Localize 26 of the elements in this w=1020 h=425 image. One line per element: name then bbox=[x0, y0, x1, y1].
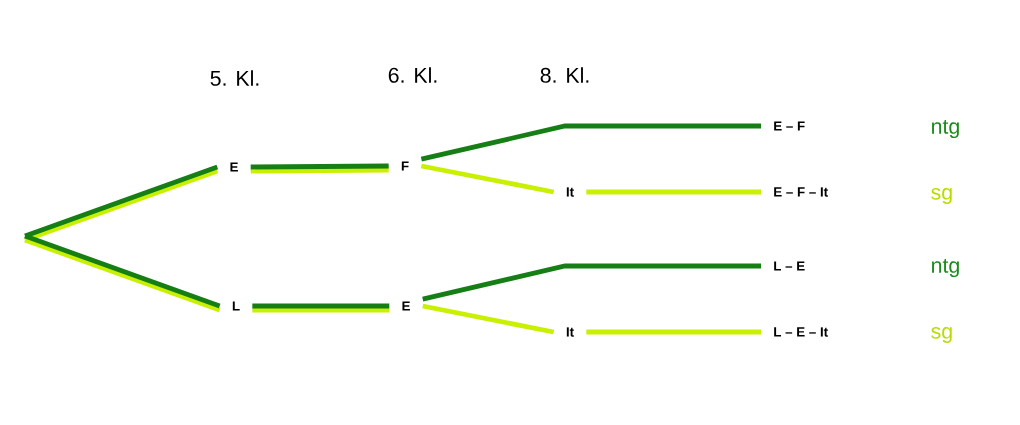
branch-line bbox=[420, 123, 761, 162]
node-label: It bbox=[566, 327, 574, 337]
branch-line bbox=[422, 263, 761, 302]
branch-line bbox=[420, 163, 555, 195]
node-label: E bbox=[402, 301, 410, 311]
node-label: L – E bbox=[774, 261, 805, 271]
node-label: L – E – It bbox=[774, 327, 828, 337]
branch-line bbox=[586, 189, 761, 195]
node-label: E – F bbox=[774, 121, 805, 131]
branch-line bbox=[24, 233, 221, 313]
branch-line bbox=[422, 303, 555, 335]
branch-line bbox=[586, 329, 761, 335]
node-label: F bbox=[401, 161, 409, 171]
branch-line bbox=[250, 163, 389, 174]
outcome-label: ntg bbox=[932, 258, 959, 278]
column-heading: 8. Kl. bbox=[540, 67, 589, 83]
branch-line bbox=[252, 303, 390, 313]
column-heading: 5. Kl. bbox=[210, 70, 259, 86]
outcome-label: sg bbox=[931, 327, 952, 343]
node-label: E – F – It bbox=[774, 187, 828, 197]
column-heading: 6. Kl. bbox=[388, 67, 437, 83]
node-label: E bbox=[230, 162, 238, 172]
node-label: L bbox=[232, 301, 240, 311]
outcome-label: ntg bbox=[932, 119, 959, 139]
outcome-label: sg bbox=[931, 188, 952, 204]
node-label: It bbox=[566, 187, 574, 197]
